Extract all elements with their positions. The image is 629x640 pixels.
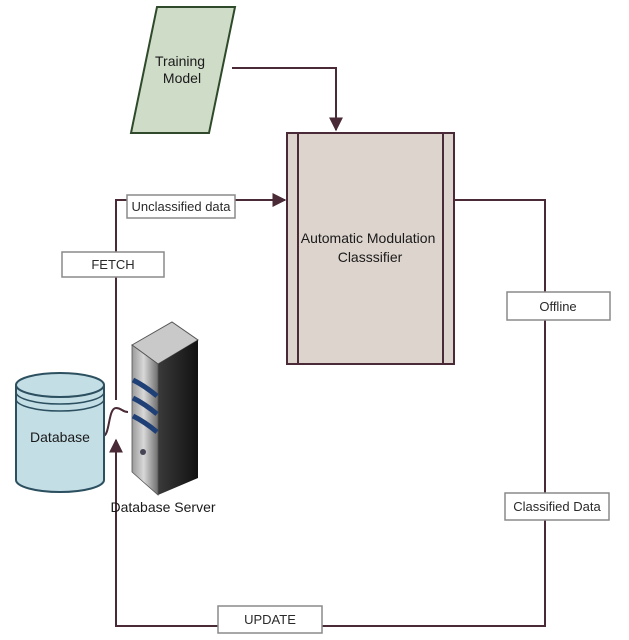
database-server-label: Database Server: [110, 499, 215, 515]
edge-label-update: UPDATE: [217, 605, 323, 634]
svg-text:Classified Data: Classified Data: [513, 499, 601, 514]
edge-label-unclassified: Unclassified data: [126, 194, 236, 219]
connector-training-to-classifier: [232, 67, 343, 132]
server-tower-icon: [131, 321, 199, 496]
edge-label-fetch: FETCH: [61, 251, 165, 278]
svg-text:Unclassified data: Unclassified data: [132, 199, 232, 214]
classifier-node: Automatic Modulation Classsifier: [286, 132, 455, 365]
classifier-label: Automatic Modulation Classsifier: [301, 230, 440, 265]
svg-text:Offline: Offline: [539, 299, 576, 314]
database-node: Database: [15, 372, 105, 493]
connector-database-to-server: [102, 406, 129, 437]
svg-text:UPDATE: UPDATE: [244, 612, 296, 627]
connector-classifier-to-update: [109, 199, 546, 627]
edge-label-classified: Classified Data: [504, 492, 610, 521]
training-model-label: Training Model: [155, 53, 209, 86]
svg-text:FETCH: FETCH: [91, 257, 134, 272]
edge-label-offline: Offline: [506, 291, 611, 321]
training-model-node: Training Model: [129, 6, 237, 134]
database-label: Database: [30, 429, 90, 445]
